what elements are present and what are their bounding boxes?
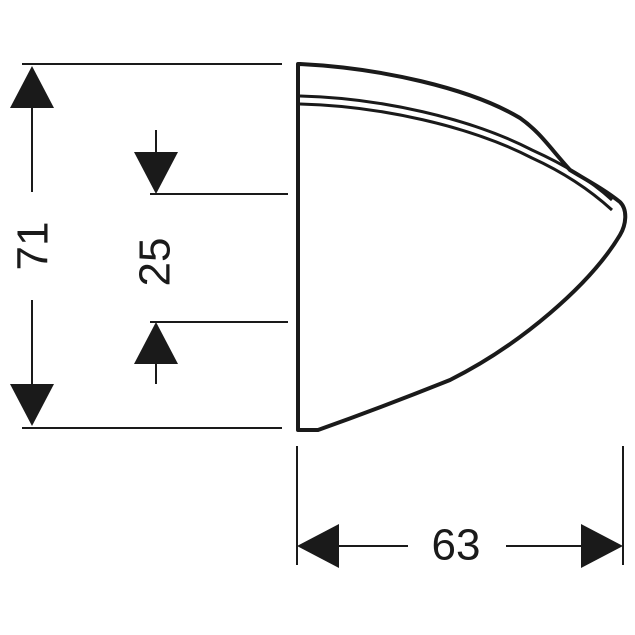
- arrowhead-up-mount: [134, 322, 178, 364]
- dimension-height-mount: 25: [131, 130, 180, 384]
- arrowhead-left: [297, 524, 339, 568]
- dimension-label-height-mount: 25: [131, 238, 180, 287]
- dimension-depth: 63: [297, 521, 623, 570]
- arrowhead-down-mount: [134, 152, 178, 194]
- brim-line-lower: [299, 102, 614, 212]
- dimension-label-height-overall: 71: [9, 222, 58, 271]
- dimension-height-overall: 71: [9, 66, 58, 426]
- product-outline: [296, 62, 628, 432]
- arrowhead-right: [581, 524, 623, 568]
- arrowhead-up: [10, 66, 54, 108]
- dimension-label-depth: 63: [432, 521, 481, 570]
- product-profile: [296, 62, 628, 432]
- extension-lines: [22, 63, 624, 565]
- brim-line-upper: [299, 94, 614, 202]
- arrowhead-down: [10, 384, 54, 426]
